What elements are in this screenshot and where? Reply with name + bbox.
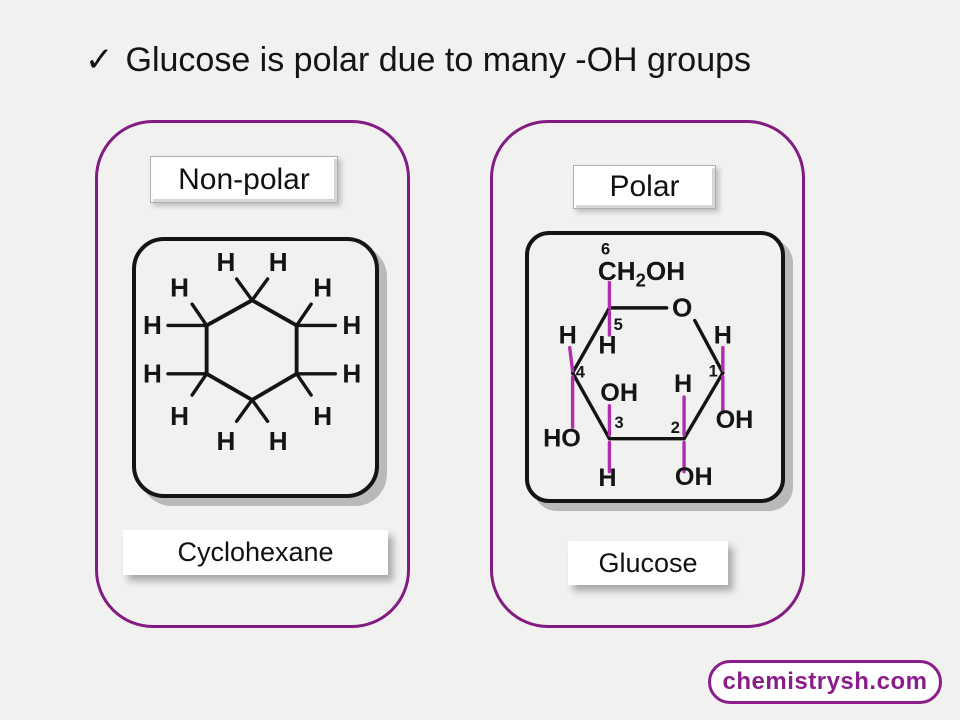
checkmark-icon: ✓ (85, 41, 114, 79)
polar-bonds (568, 280, 725, 474)
nonpolar-panel: Non-polar (95, 120, 410, 628)
nonpolar-label: Non-polar (150, 156, 338, 203)
c3-number: 3 (615, 414, 624, 432)
glucose-caption: Glucose (568, 541, 728, 585)
title-text: Glucose is polar due to many -OH groups (125, 41, 752, 79)
c1-down-label: OH (716, 406, 754, 434)
c5-down-label: H (598, 331, 616, 359)
ring-bonds (570, 306, 725, 441)
cyclohexane-structure: H H H H H H H H H H H H (143, 247, 361, 456)
page-title: ✓ Glucose is polar due to many -OH group… (85, 41, 752, 79)
polar-label: Polar (573, 165, 716, 209)
c4-number: 4 (576, 364, 586, 382)
polar-panel: Polar (490, 120, 805, 628)
h-atom-label: H (313, 272, 332, 302)
h-atom-label: H (170, 401, 189, 431)
ring-oxygen-label: O (672, 293, 692, 323)
h-atom-label: H (143, 358, 162, 388)
carbon-ring (204, 298, 299, 402)
ch2oh-subscript: 2 (636, 270, 646, 291)
h-atom-label: H (313, 401, 332, 431)
c4-down-label: HO (543, 424, 581, 452)
h-atom-label: H (217, 426, 236, 456)
c1-up-label: H (714, 322, 732, 350)
glucose-box: O 6 CH2OH 5 H H 4 HO OH 3 H H 2 OH H 1 O (525, 231, 785, 503)
c2-down-label: OH (675, 463, 713, 491)
glucose-structure: O 6 CH2OH 5 H H 4 HO OH 3 H H 2 OH H 1 O (543, 241, 754, 493)
ch2oh-post: OH (646, 256, 685, 286)
c3-up-label: OH (600, 379, 638, 407)
h-atom-label: H (342, 310, 361, 340)
ch2oh-label: CH2OH (598, 256, 685, 291)
c3-down-label: H (598, 464, 616, 492)
h-atom-label: H (170, 272, 189, 302)
site-badge: chemistrysh.com (708, 660, 942, 704)
ch-bonds (166, 277, 338, 423)
c2-up-label: H (674, 370, 692, 398)
h-atom-label: H (269, 247, 288, 277)
ch2oh-pre: CH (598, 256, 636, 286)
c4-up-label: H (559, 322, 577, 350)
h-atom-label: H (269, 426, 288, 456)
c6-number: 6 (601, 241, 610, 259)
h-atom-label: H (143, 310, 162, 340)
h-atom-label: H (217, 247, 236, 277)
c2-number: 2 (671, 419, 680, 437)
c1-number: 1 (709, 363, 718, 381)
c5-number: 5 (614, 316, 623, 334)
cyclohexane-box: H H H H H H H H H H H H (132, 237, 379, 498)
h-atom-label: H (342, 358, 361, 388)
cyclohexane-caption: Cyclohexane (123, 530, 388, 575)
